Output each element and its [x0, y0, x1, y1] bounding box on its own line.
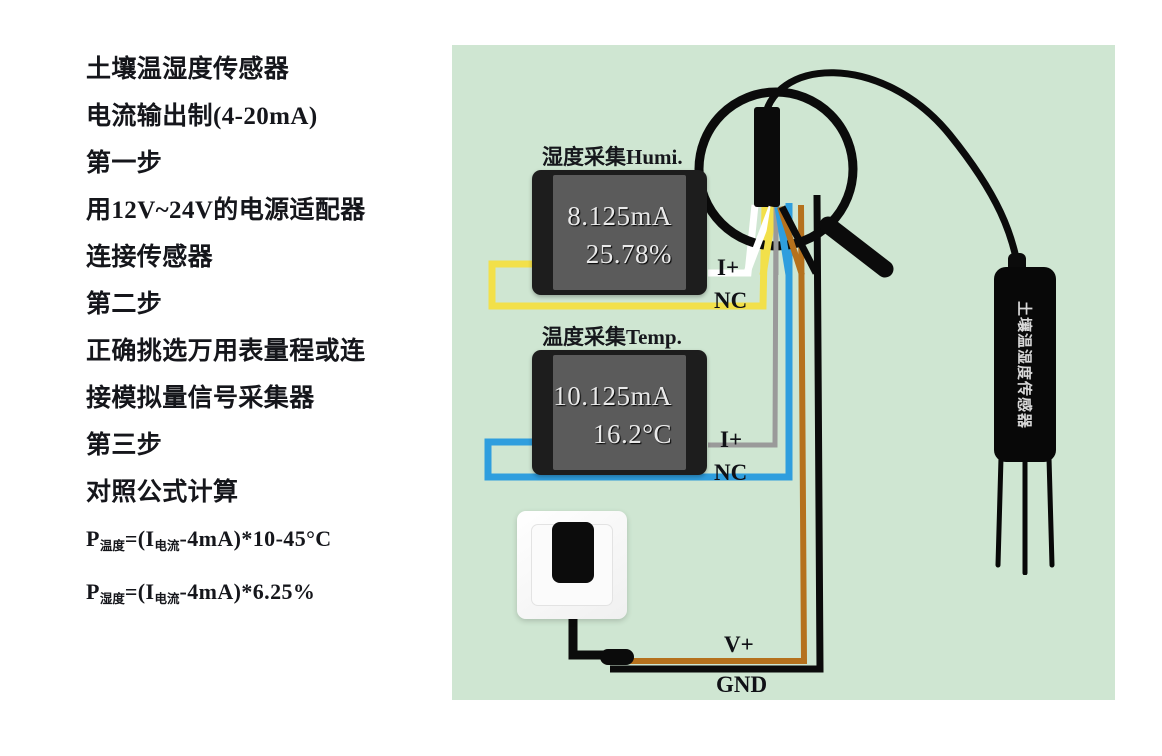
instruction-line-7: 正确挑选万用表量程或连	[86, 338, 366, 365]
instruction-line-2: 电流输出制(4-20mA)	[86, 103, 318, 130]
humidity-terminal-nc-label: NC	[714, 288, 748, 313]
wiring-diagram-panel: 湿度采集Humi. 8.125mA 25.78% I+ NC 温度采集Temp.…	[452, 45, 1115, 700]
probe-pins-svg	[995, 455, 1055, 575]
humidity-reading-value: 25.78%	[585, 239, 672, 269]
power-gnd-label: GND	[716, 672, 768, 697]
temperature-meter-screen: 10.125mA 16.2°C	[553, 355, 686, 470]
instruction-line-6: 第二步	[86, 291, 163, 318]
instruction-line-5: 连接传感器	[86, 244, 214, 271]
formula-temp-i-subscript: 电流	[154, 539, 180, 553]
humidity-terminal-ip-label: I+	[717, 255, 740, 280]
fan-wire-black	[778, 205, 820, 275]
instructions-panel: 土壤温湿度传感器 电流输出制(4-20mA) 第一步 用12V~24V的电源适配…	[86, 46, 426, 622]
humidity-meter-caption: 湿度采集Humi.	[542, 145, 683, 169]
temperature-meter[interactable]: 10.125mA 16.2°C	[532, 350, 707, 475]
humidity-meter[interactable]: 8.125mA 25.78%	[532, 170, 707, 295]
sensor-cable-arc	[760, 69, 1022, 268]
temperature-terminal-nc-label: NC	[714, 460, 748, 485]
soil-sensor-probe-label: 土壤温湿度传感器	[1015, 300, 1033, 429]
formula-humi-i-subscript: 电流	[154, 592, 180, 606]
fan-wire-white	[742, 205, 776, 277]
magnified-wire-fan	[742, 205, 820, 277]
temperature-terminal-ip-label: I+	[720, 427, 743, 452]
probe-pin-right	[1046, 455, 1055, 568]
temperature-meter-caption: 温度采集Temp.	[542, 325, 682, 349]
wire-brown	[612, 204, 808, 664]
instruction-line-10: 对照公式计算	[86, 479, 239, 506]
formula-temp-tail: -4mA)*10-45°C	[179, 526, 332, 551]
formula-temp-eq: =(	[124, 526, 146, 551]
probe-pin-left	[995, 455, 1004, 568]
instruction-line-3: 第一步	[86, 150, 163, 177]
temperature-reading-value: 16.2°C	[592, 419, 672, 449]
fan-wire-brown	[777, 206, 805, 276]
instruction-line-8: 接模拟量信号采集器	[86, 385, 315, 412]
wire-black-gnd	[610, 194, 824, 673]
instruction-line-9: 第三步	[86, 432, 163, 459]
formula-temperature: P温度=(I电流-4mA)*10-45°C	[86, 516, 426, 569]
adapter-cord-ferrule	[600, 649, 634, 665]
cable-sheath	[754, 107, 780, 207]
formula-temp-p-subscript: 温度	[99, 539, 125, 553]
power-adapter	[552, 522, 594, 583]
soil-sensor-probe: 土壤温湿度传感器	[994, 267, 1056, 462]
humidity-current-value: 8.125mA	[567, 201, 672, 231]
instruction-line-1: 土壤温湿度传感器	[86, 56, 290, 83]
power-vplus-label: V+	[724, 632, 754, 657]
fan-wire-yellow	[759, 206, 778, 276]
temperature-current-value: 10.125mA	[553, 381, 672, 411]
formula-humidity: P湿度=(I电流-4mA)*6.25%	[86, 569, 426, 622]
instruction-line-4: 用12V~24V的电源适配器	[86, 197, 366, 224]
formula-humi-tail: -4mA)*6.25%	[179, 579, 316, 604]
formula-temp-p: P	[86, 526, 100, 551]
formula-humi-eq: =(	[124, 579, 146, 604]
wire-blue	[484, 203, 793, 481]
magnifier-handle-icon	[819, 216, 894, 278]
formula-humi-i: I	[145, 579, 155, 604]
formula-humi-p: P	[86, 579, 100, 604]
formula-humi-p-subscript: 湿度	[99, 592, 125, 606]
humidity-meter-screen: 8.125mA 25.78%	[553, 175, 686, 290]
formula-temp-i: I	[145, 526, 155, 551]
fan-wire-blue	[774, 206, 793, 276]
wire-gray	[708, 202, 779, 448]
